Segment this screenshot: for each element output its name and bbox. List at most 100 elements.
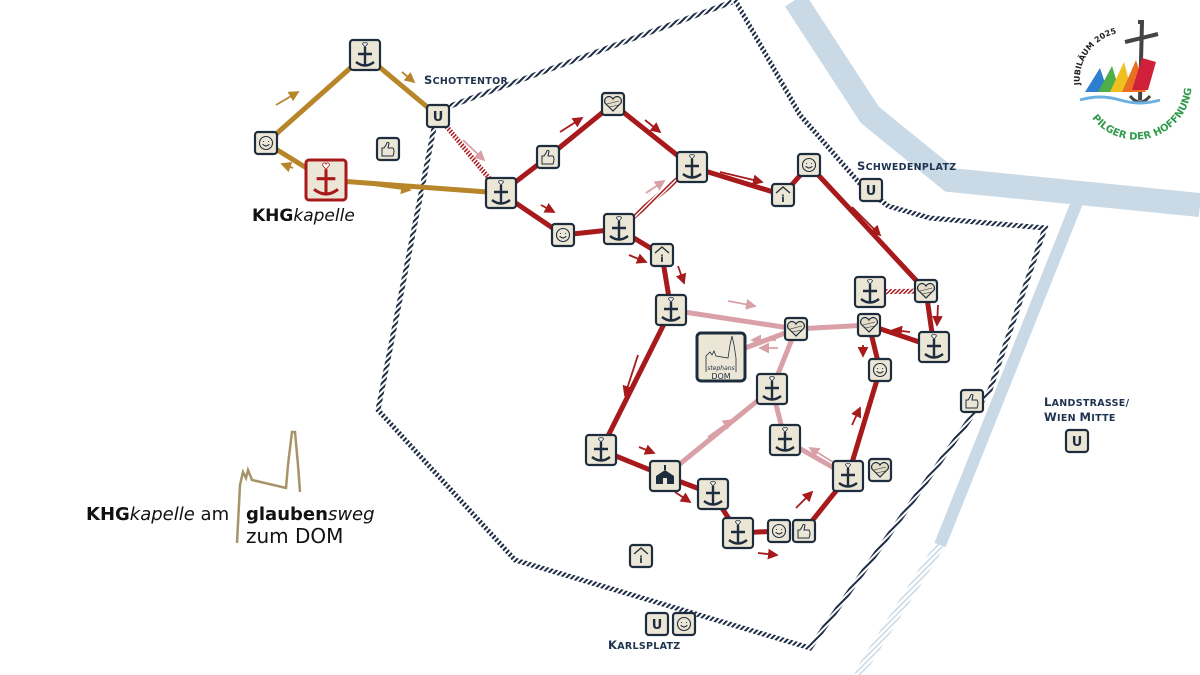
smiley-icon[interactable]: [766, 518, 792, 544]
anchor-cross-icon[interactable]: [654, 293, 688, 327]
smiley-icon[interactable]: [550, 222, 576, 248]
label-karlsplatz: KARLSPLATZ: [608, 638, 680, 652]
u-bahn-glyph: U: [1072, 435, 1083, 450]
anchor-cross-glyph: [924, 339, 944, 359]
anchor-cross-icon[interactable]: [768, 423, 802, 457]
anchor-cross-icon[interactable]: [602, 212, 636, 246]
red-route-segment: [807, 163, 928, 293]
smiley-face: [876, 367, 884, 374]
anchor-cross-glyph: [609, 221, 629, 241]
direction-arrow: [675, 265, 687, 285]
anchor-cross-icon[interactable]: [853, 275, 887, 309]
u-bahn-icon[interactable]: U: [1064, 428, 1090, 454]
heart-icon[interactable]: [856, 312, 882, 338]
small-heart-glyph: [322, 162, 330, 170]
smiley-icon[interactable]: [867, 357, 893, 383]
small-heart-glyph: [498, 180, 504, 186]
direction-arrow: [795, 490, 814, 509]
heart-icon[interactable]: [783, 316, 809, 342]
wien-river: [934, 197, 1084, 548]
heart-stripes: [873, 466, 887, 474]
anchor-cross-icon[interactable]: [304, 158, 348, 202]
thumbs-up-icon[interactable]: [375, 136, 401, 162]
anchor-cross-glyph: [491, 185, 511, 205]
smiley-icon[interactable]: [796, 152, 822, 178]
pink-route-segment: [663, 387, 774, 478]
roof-glyph: [633, 547, 649, 555]
smiley-glyph: [771, 523, 787, 539]
u-bahn-icon[interactable]: U: [425, 103, 451, 129]
smiley-glyph: [872, 362, 888, 378]
direction-arrow: [365, 183, 412, 195]
pink-route-segment: [670, 307, 797, 332]
anchor-cross-icon[interactable]: [584, 433, 618, 467]
direction-arrow: [645, 180, 666, 194]
small-heart-glyph: [598, 437, 604, 443]
anchor-cross-icon[interactable]: [696, 477, 730, 511]
ring-road-segment: [444, 0, 733, 111]
thumbs-up-icon[interactable]: [535, 144, 561, 170]
wien-river-covered: [853, 542, 945, 675]
anchor-cross-glyph: [775, 432, 795, 452]
anchor-cross-icon[interactable]: [755, 372, 789, 406]
heart-icon[interactable]: [867, 457, 893, 483]
thumbs-up-glyph: [965, 393, 979, 409]
heart-stripes: [862, 321, 876, 329]
info-house-icon[interactable]: i: [628, 543, 654, 569]
anchor-cross-glyph: [703, 486, 723, 506]
cathedral-outline-icon: [705, 335, 737, 372]
anchor-cross-glyph: [591, 442, 611, 462]
heart-icon[interactable]: [600, 91, 626, 117]
label-wien-mitte: WIEN MITTE: [1044, 410, 1116, 424]
donaukanal: [784, 0, 1200, 217]
direction-arrow: [808, 447, 834, 463]
anchor-cross-icon[interactable]: [831, 459, 865, 493]
heart-stripes: [919, 287, 933, 295]
u-bahn-icon[interactable]: U: [858, 177, 884, 203]
church-icon[interactable]: [648, 459, 682, 493]
direction-arrow: [851, 406, 862, 426]
smiley-icon[interactable]: [671, 611, 697, 637]
anchor-cross-glyph: [728, 525, 748, 545]
info-glyph: i: [639, 555, 642, 566]
direction-arrow: [628, 253, 648, 264]
thumbs-up-icon[interactable]: [791, 518, 817, 544]
anchor-cross-icon[interactable]: [721, 516, 755, 550]
anchor-cross-glyph: [313, 169, 339, 196]
church-glyph: [656, 465, 674, 484]
direction-arrow: [719, 171, 764, 186]
direction-arrow: [540, 202, 556, 213]
small-heart-glyph: [845, 463, 851, 469]
anchor-cross-glyph: [838, 468, 858, 488]
dom-label-dom: DOM: [711, 372, 730, 381]
direction-arrow: [462, 139, 486, 162]
stephansdom-station[interactable]: stephans DOM: [695, 331, 747, 383]
info-house-icon[interactable]: i: [649, 242, 675, 268]
thumbs-up-glyph: [797, 523, 811, 539]
anchor-cross-glyph: [682, 159, 702, 179]
smiley-face: [805, 162, 813, 169]
rivers: [784, 0, 1200, 675]
small-heart-glyph: [689, 154, 695, 160]
smiley-face: [680, 621, 688, 628]
heart-icon[interactable]: [913, 278, 939, 304]
anchor-cross-icon[interactable]: [484, 176, 518, 210]
smiley-glyph: [258, 135, 274, 151]
anchor-cross-icon[interactable]: [675, 150, 709, 184]
info-house-icon[interactable]: i: [770, 182, 796, 208]
anchor-cross-icon[interactable]: [917, 330, 951, 364]
smiley-icon[interactable]: [253, 130, 279, 156]
roof-glyph: [654, 246, 670, 254]
small-heart-glyph: [735, 520, 741, 526]
anchor-cross-icon[interactable]: [348, 38, 382, 72]
heart-glyph: [916, 282, 936, 299]
small-heart-glyph: [668, 297, 674, 303]
thumbs-up-icon[interactable]: [959, 388, 985, 414]
red-route-segment: [598, 308, 674, 452]
info-glyph: i: [781, 194, 784, 205]
brand-title: KHGkapelle am: [86, 504, 229, 525]
u-bahn-icon[interactable]: U: [644, 611, 670, 637]
direction-arrow: [275, 91, 300, 106]
u-bahn-glyph: U: [866, 184, 877, 199]
